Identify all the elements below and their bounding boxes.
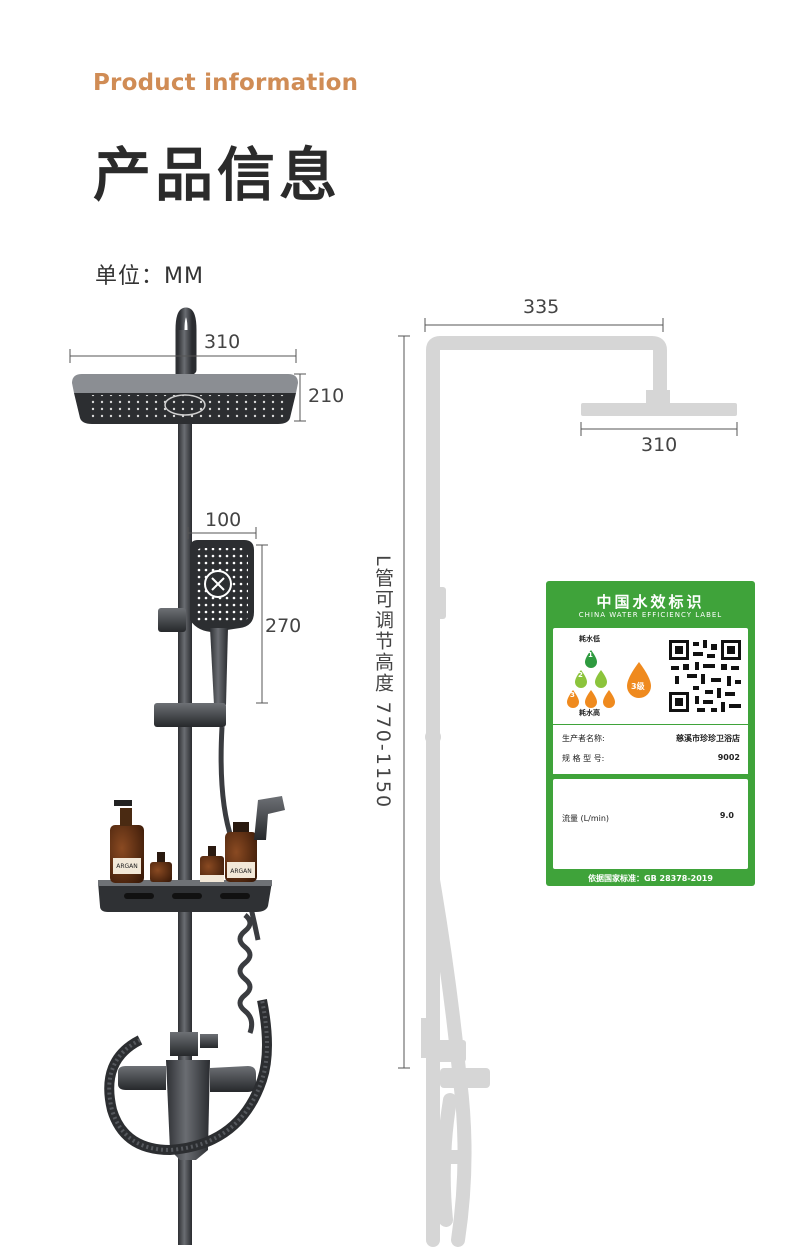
model-value: 9002	[717, 753, 740, 762]
water-label-subtitle: CHINA WATER EFFICIENCY LABEL	[578, 611, 723, 619]
grade-2: 2	[578, 671, 583, 679]
maker-label: 生产者名称:	[562, 734, 605, 743]
unit-label: 单位：MM	[95, 264, 204, 289]
high-consumption-label: 耗水高	[579, 709, 600, 717]
dim-hand-shower-width: 100	[205, 509, 242, 531]
flow-value: 9.0	[719, 811, 734, 820]
water-label-grade-panel: 耗水低 1 2 3 3级 耗水高	[553, 628, 748, 753]
right-dimension-lines	[398, 318, 738, 1069]
dim-hand-shower-height: 270	[265, 615, 302, 637]
grade-drops-icon	[567, 650, 651, 708]
grade-badge: 3级	[631, 682, 645, 691]
qr-code-icon	[667, 638, 743, 714]
low-consumption-label: 耗水低	[579, 635, 600, 643]
section-subtitle-en: Product information	[93, 70, 359, 96]
model-label: 规 格 型 号:	[562, 754, 605, 763]
left-dimension-lines	[69, 349, 306, 704]
maker-value: 慈溪市珍珍卫浴店	[676, 734, 740, 743]
water-label-footer: 依据国家标准：GB 28378-2019	[588, 874, 713, 883]
bottle-label: ARGAN	[116, 863, 138, 870]
page-title: 产品信息	[93, 141, 342, 209]
dim-head-width-right: 310	[641, 434, 678, 456]
shower-system-illustration: ARGAN ARGAN	[72, 307, 298, 1245]
water-label-title: 中国水效标识	[596, 593, 705, 611]
dim-head-depth: 210	[308, 385, 345, 407]
grade-3: 3	[570, 691, 575, 699]
water-label-flow-panel: 流量 (L/min) 9.0	[553, 779, 748, 869]
water-efficiency-label: 中国水效标识 CHINA WATER EFFICIENCY LABEL 耗水低 …	[546, 581, 755, 886]
grade-1: 1	[588, 651, 593, 659]
flow-label: 流量 (L/min)	[562, 814, 610, 823]
shower-outline-parts	[421, 390, 737, 1164]
dim-adjustable-height: L管可调节高度 770-1150	[372, 555, 394, 810]
dim-arm-reach: 335	[523, 296, 560, 318]
bottle-label-2: ARGAN	[230, 868, 252, 875]
dim-head-width: 310	[204, 331, 241, 353]
water-label-info-panel: 生产者名称: 慈溪市珍珍卫浴店 规 格 型 号: 9002	[553, 724, 748, 774]
